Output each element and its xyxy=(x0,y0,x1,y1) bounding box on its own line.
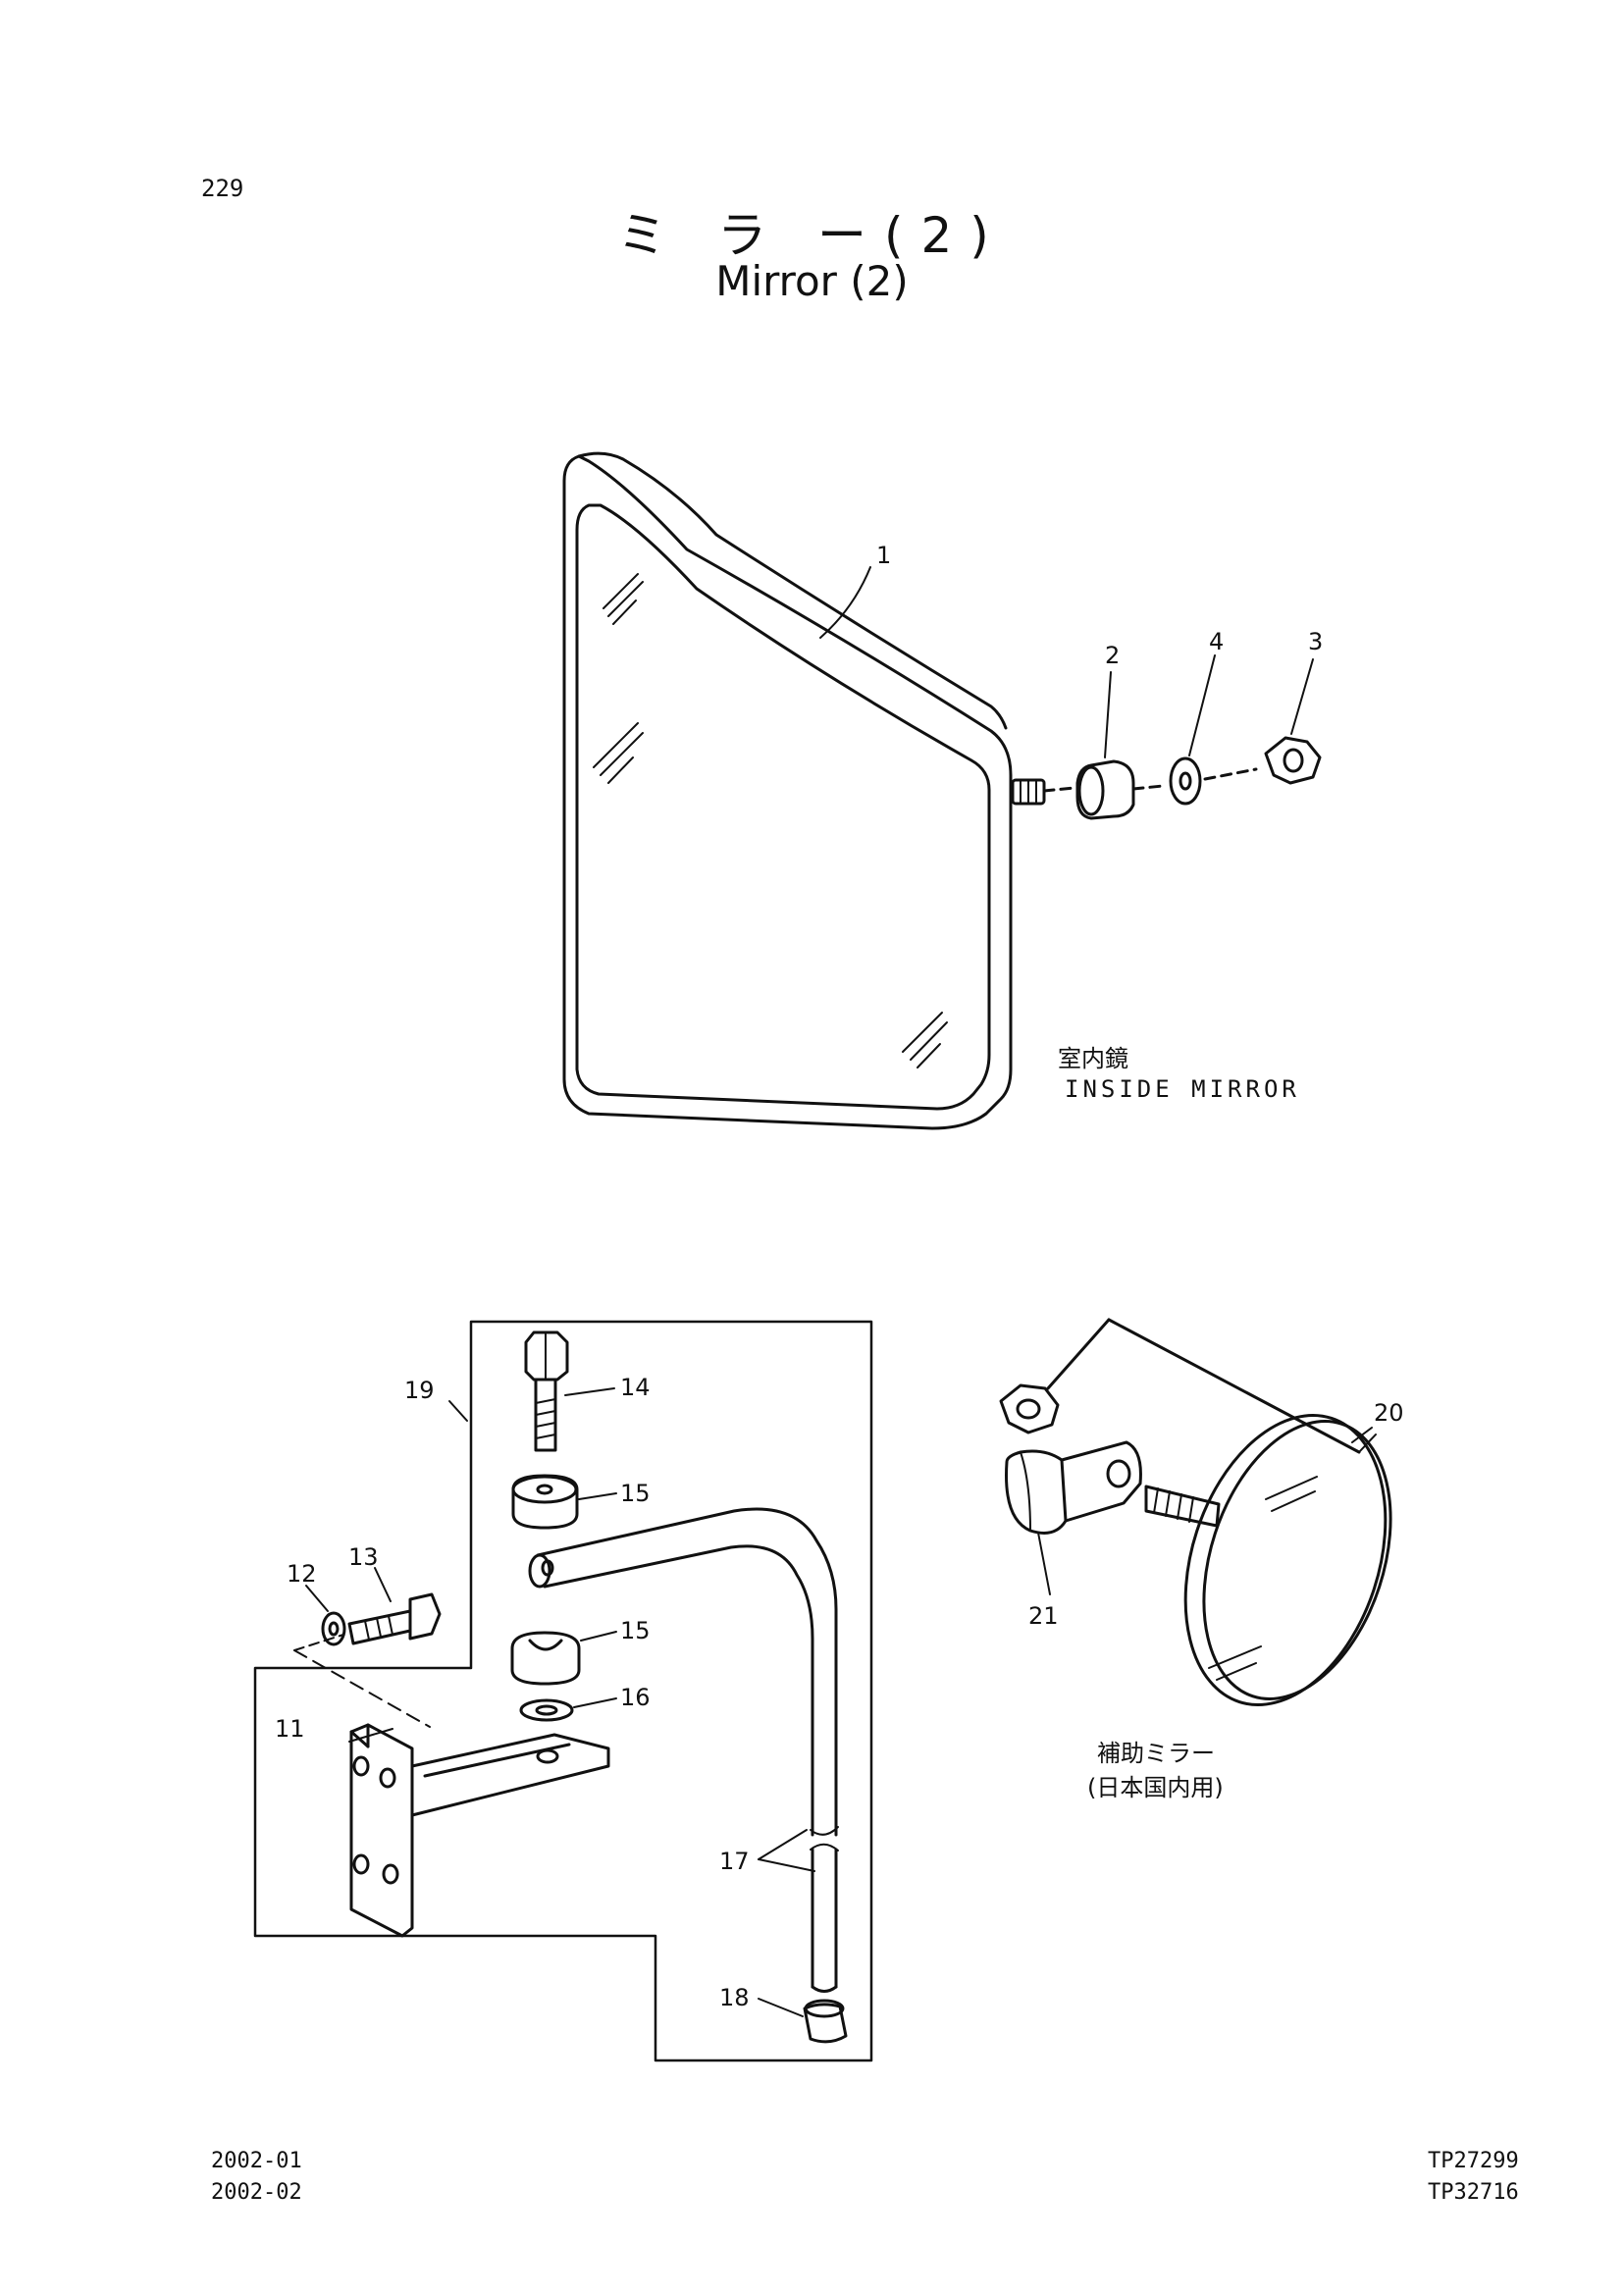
aux-mirror-label: 補助ミラー xyxy=(1097,1740,1215,1767)
callout-21: 21 xyxy=(1028,1602,1059,1630)
callout-18: 18 xyxy=(719,1984,750,2011)
callout-19: 19 xyxy=(404,1377,435,1404)
bracket-11-drawing xyxy=(349,1723,610,1938)
aux-mirror-sublabel: (日本国内用) xyxy=(1087,1774,1224,1801)
page-number: 229 xyxy=(201,175,244,202)
callout-12: 12 xyxy=(287,1560,317,1588)
callout-16: 16 xyxy=(620,1684,651,1711)
document-code-1: TP27299 xyxy=(1428,2149,1519,2173)
callout-13: 13 xyxy=(348,1543,379,1571)
callout-2: 2 xyxy=(1105,642,1120,669)
inside-mirror-drawing xyxy=(562,451,1322,1130)
inside-mirror-label-en: INSIDE MIRROR xyxy=(1065,1075,1300,1103)
callout-11: 11 xyxy=(275,1715,305,1743)
aux-mirror-drawing xyxy=(999,1318,1392,1707)
callout-20: 20 xyxy=(1374,1399,1404,1427)
callout-1: 1 xyxy=(876,542,891,569)
callout-14: 14 xyxy=(620,1374,651,1401)
callout-4: 4 xyxy=(1209,628,1224,655)
bolt-14-drawing xyxy=(524,1330,569,1452)
callout-3: 3 xyxy=(1308,628,1323,655)
callout-17: 17 xyxy=(719,1848,750,1875)
revision-date-2: 2002-02 xyxy=(211,2180,302,2205)
callout-15-upper: 15 xyxy=(620,1480,651,1507)
group-boundary-19 xyxy=(253,1320,873,2062)
callout-15-lower: 15 xyxy=(620,1617,651,1644)
revision-date-1: 2002-01 xyxy=(211,2149,302,2173)
page-title-en: Mirror (2) xyxy=(715,257,909,305)
inside-mirror-label-jp: 室内鏡 xyxy=(1058,1045,1128,1072)
page-title-jp: ミ ラ ー(2) xyxy=(617,207,1007,264)
document-code-2: TP32716 xyxy=(1428,2180,1519,2205)
